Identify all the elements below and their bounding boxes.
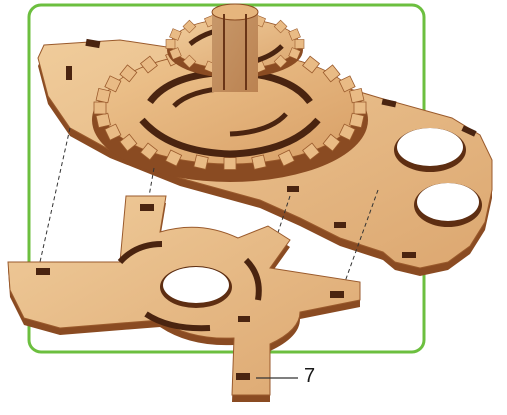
gear-tooth bbox=[96, 88, 110, 102]
gear-tooth bbox=[96, 113, 110, 127]
gear-tooth bbox=[94, 102, 106, 114]
axle bbox=[212, 4, 258, 92]
gear-tooth bbox=[354, 102, 366, 114]
gear-tooth bbox=[350, 88, 364, 102]
gear-tooth bbox=[350, 113, 364, 127]
gear-tooth bbox=[224, 158, 236, 170]
gear-tooth bbox=[194, 155, 208, 169]
part-number-callout: 7 bbox=[304, 366, 315, 386]
gear-tooth bbox=[295, 40, 304, 49]
gear-tooth bbox=[252, 155, 266, 169]
gear-tooth bbox=[166, 40, 175, 49]
